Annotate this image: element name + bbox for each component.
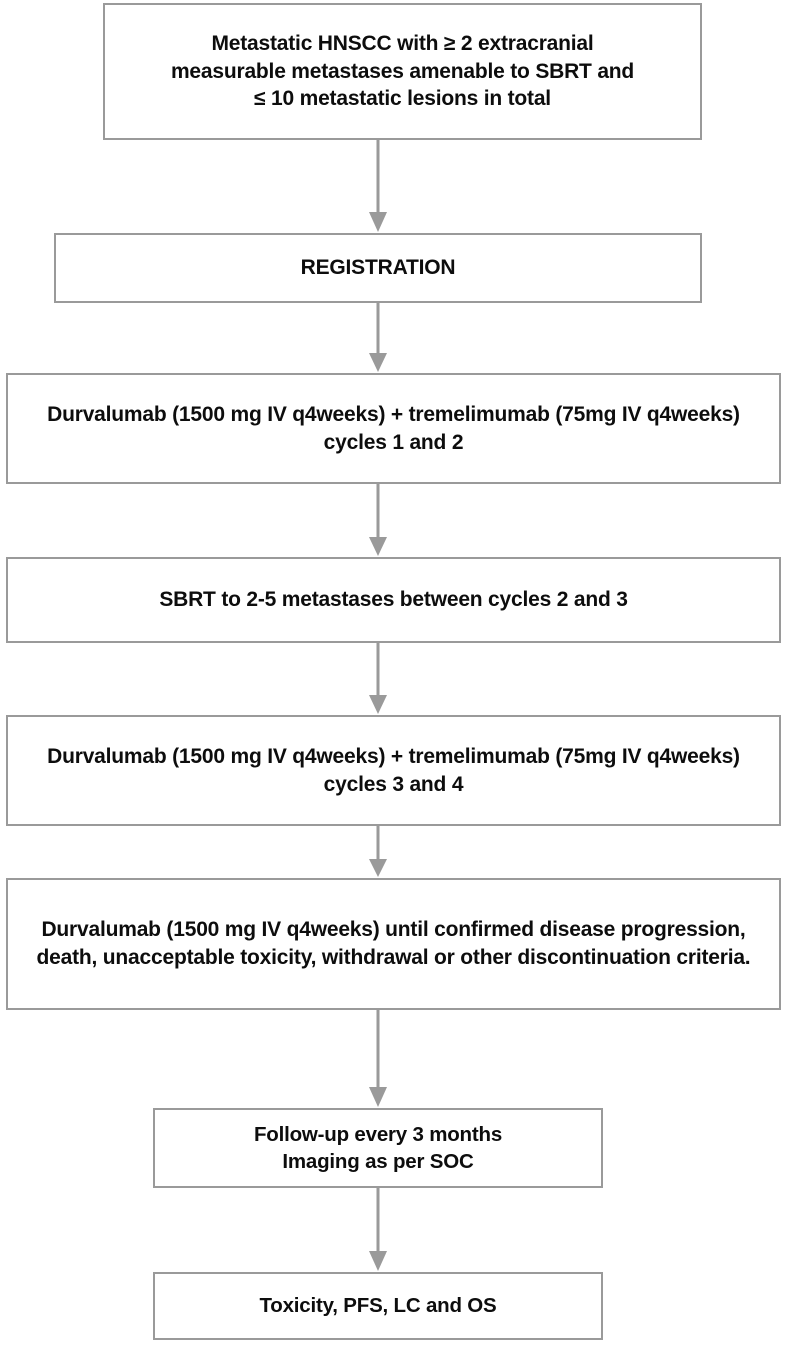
sbrt-box: SBRT to 2-5 metastases between cycles 2 … bbox=[6, 557, 781, 643]
registration-text: REGISTRATION bbox=[300, 256, 456, 280]
endpoints-box: Toxicity, PFS, LC and OS bbox=[153, 1272, 603, 1340]
maintenance-durvalumab-box: Durvalumab (1500 mg IV q4weeks) until co… bbox=[6, 878, 781, 1010]
sbrt-text: SBRT to 2-5 metastases between cycles 2 … bbox=[159, 588, 628, 612]
treatment-cycles-1-2-box: Durvalumab (1500 mg IV q4weeks) + tremel… bbox=[6, 373, 781, 484]
follow-up-box: Follow-up every 3 months Imaging as per … bbox=[153, 1108, 603, 1188]
treatment-cycles-1-2-text: Durvalumab (1500 mg IV q4weeks) + tremel… bbox=[47, 402, 740, 454]
maintenance-durvalumab-text: Durvalumab (1500 mg IV q4weeks) until co… bbox=[36, 918, 751, 969]
arrow-registration-to-cycles-1-2 bbox=[366, 303, 390, 373]
treatment-cycles-3-4-box: Durvalumab (1500 mg IV q4weeks) + tremel… bbox=[6, 715, 781, 826]
arrow-follow-up-to-endpoints bbox=[366, 1188, 390, 1272]
arrow-eligibility-to-registration bbox=[366, 140, 390, 233]
arrow-maintenance-to-follow-up bbox=[366, 1010, 390, 1108]
arrow-cycles-3-4-to-maintenance bbox=[366, 826, 390, 878]
endpoints-text: Toxicity, PFS, LC and OS bbox=[259, 1294, 497, 1318]
treatment-cycles-3-4-text: Durvalumab (1500 mg IV q4weeks) + tremel… bbox=[47, 744, 740, 796]
registration-box: REGISTRATION bbox=[54, 233, 702, 303]
eligibility-criteria-text: Metastatic HNSCC with ≥ 2 extracranial m… bbox=[170, 31, 635, 111]
arrow-cycles-1-2-to-sbrt bbox=[366, 484, 390, 557]
eligibility-criteria-box: Metastatic HNSCC with ≥ 2 extracranial m… bbox=[103, 3, 702, 140]
arrow-sbrt-to-cycles-3-4 bbox=[366, 643, 390, 715]
follow-up-text: Follow-up every 3 months Imaging as per … bbox=[253, 1122, 503, 1173]
